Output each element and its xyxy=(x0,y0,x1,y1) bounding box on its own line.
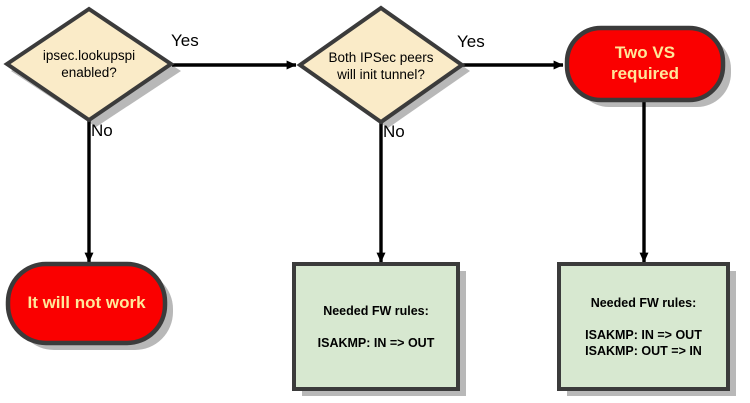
node-terminator-two-vs[interactable] xyxy=(564,25,726,103)
node-process-fw-rules-right[interactable] xyxy=(557,262,730,391)
node-shapes xyxy=(3,5,730,391)
flow-connectors xyxy=(84,60,649,263)
node-decision-lookupspi[interactable] xyxy=(3,6,175,123)
node-terminator-not-work[interactable] xyxy=(5,261,168,346)
node-process-fw-rules-middle[interactable] xyxy=(292,262,460,391)
node-decision-both-peers[interactable] xyxy=(296,5,466,125)
